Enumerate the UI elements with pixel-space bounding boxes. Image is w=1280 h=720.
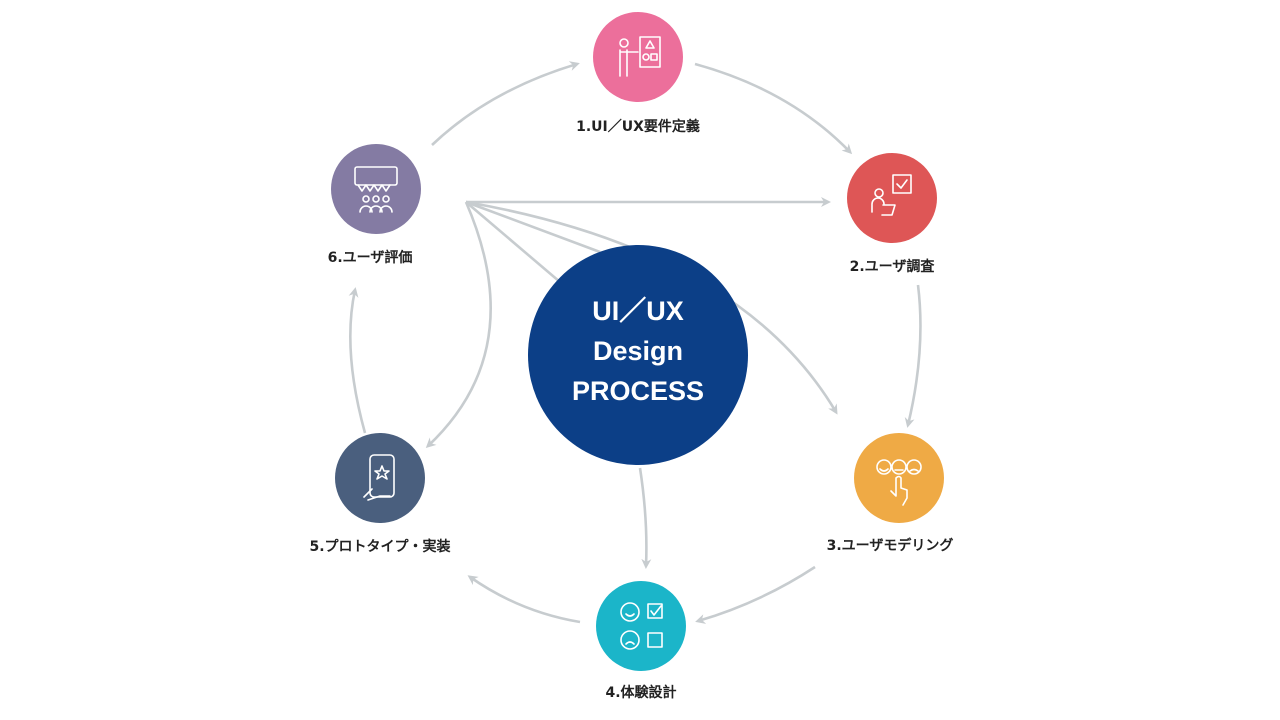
arrow-5-to-6 [348,287,367,434]
rating-faces-icon [876,459,922,506]
step-4-node: 4.体験設計 [596,581,686,701]
center-title-line3: PROCESS [572,376,704,406]
presentation-icon [619,36,661,77]
step-6-label: 6.ユーザ評価 [328,249,413,266]
arrow-center-to-4 [638,467,652,569]
step-1-node: 1.UI／UX要件定義 [576,12,700,135]
step-4-label: 4.体験設計 [605,684,676,701]
step-1-label: 1.UI／UX要件定義 [576,118,700,135]
step-5-node: 5.プロトタイプ・実装 [309,433,452,555]
step-5-label: 5.プロトタイプ・実装 [309,538,451,555]
step-6-node: 6.ユーザ評価 [328,144,421,266]
step-2-label: 2.ユーザ調査 [850,258,936,275]
step-3-node: 3.ユーザモデリング [827,433,954,554]
survey-icon [871,174,912,216]
center-title-line1: UI／UX [592,296,684,326]
smartphone-star-icon [363,454,395,501]
arrow-6-to-1 [431,61,580,146]
step-2-node: 2.ユーザ調査 [847,153,937,275]
arrow-2-to-3 [904,284,922,428]
arrow-4-to-5 [467,575,581,624]
arrow-1-to-2 [694,62,853,155]
arrow-3-to-4 [695,565,816,624]
line-6-to-center-a [465,200,601,254]
step-3-label: 3.ユーザモデリング [827,537,954,554]
center-hub: UI／UX Design PROCESS [528,245,748,465]
checklist-faces-icon [620,602,663,650]
group-feedback-icon [354,166,398,213]
arrow-6-to-5 [425,201,492,449]
line-6-to-center-b [465,201,561,283]
center-title-line2: Design [593,336,683,366]
